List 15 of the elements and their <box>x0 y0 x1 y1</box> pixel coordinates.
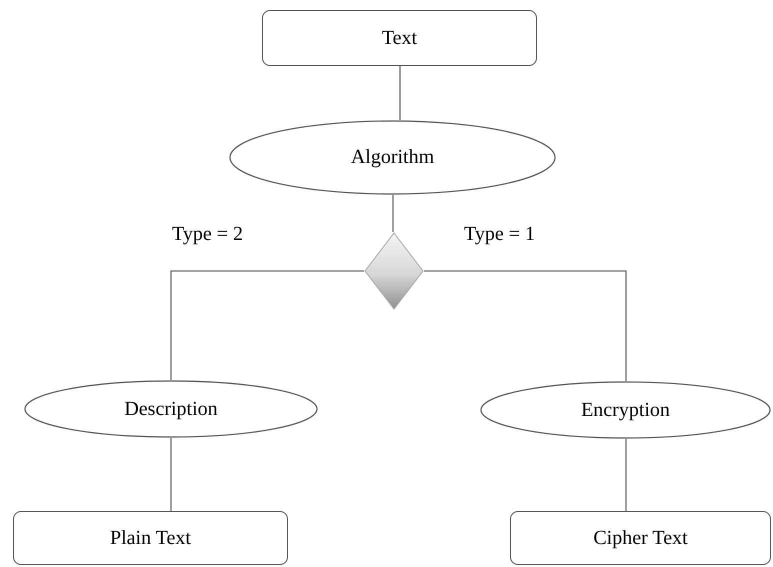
node-label: Description <box>124 396 218 422</box>
connector-line <box>625 439 627 511</box>
node-label: Text <box>382 26 418 50</box>
connector-line <box>399 66 401 120</box>
connector-line <box>170 270 364 380</box>
process-box <box>13 511 288 565</box>
node-label: Encryption <box>581 398 670 422</box>
node-label: Cipher Text <box>593 526 688 550</box>
process-box <box>262 10 537 66</box>
node-label: Plain Text <box>110 526 191 550</box>
node-label: Algorithm <box>350 145 434 170</box>
connector-line <box>392 195 394 232</box>
connector-line <box>424 270 627 381</box>
process-box <box>510 511 771 565</box>
connector-line <box>170 438 172 511</box>
